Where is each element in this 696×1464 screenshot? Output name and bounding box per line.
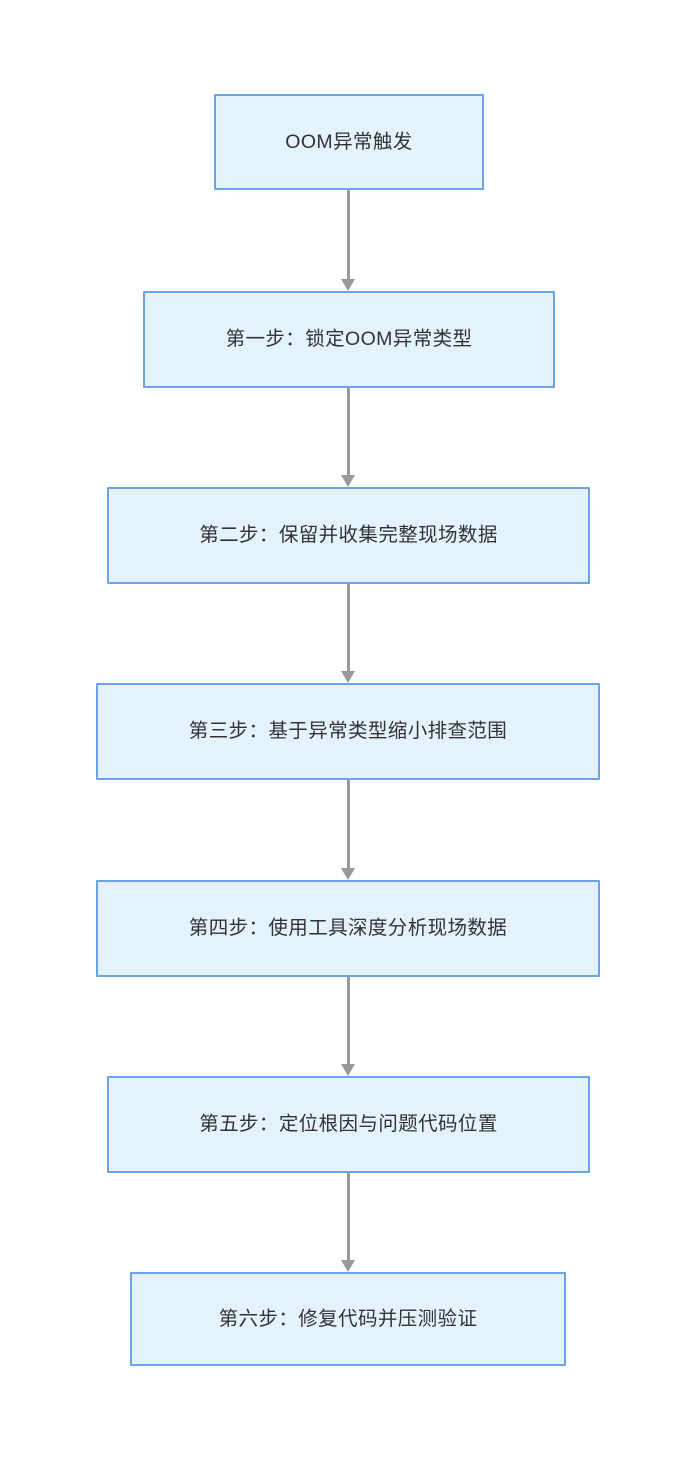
flow-node-label: 第二步：保留并收集完整现场数据: [199, 524, 498, 547]
flow-node-step-4[interactable]: 第四步：使用工具深度分析现场数据: [96, 880, 600, 977]
flow-node-trigger[interactable]: OOM异常触发: [214, 94, 484, 190]
connector-shaft: [346, 1173, 350, 1261]
flow-node-step-2[interactable]: 第二步：保留并收集完整现场数据: [107, 487, 590, 584]
arrowhead-icon: [341, 475, 355, 487]
flow-node-label: 第五步：定位根因与问题代码位置: [199, 1113, 498, 1136]
flow-node-step-3[interactable]: 第三步：基于异常类型缩小排查范围: [96, 683, 600, 780]
flow-node-step-5[interactable]: 第五步：定位根因与问题代码位置: [107, 1076, 590, 1173]
arrowhead-icon: [341, 671, 355, 683]
connector-shaft: [346, 388, 350, 476]
arrowhead-icon: [341, 1064, 355, 1076]
flow-node-label: OOM异常触发: [285, 130, 413, 153]
connector-shaft: [346, 584, 350, 672]
arrowhead-icon: [341, 1260, 355, 1272]
connector-shaft: [346, 977, 350, 1065]
connector-shaft: [346, 780, 350, 869]
arrowhead-icon: [341, 868, 355, 880]
arrowhead-icon: [341, 279, 355, 291]
flow-node-label: 第六步：修复代码并压测验证: [218, 1307, 478, 1330]
flow-node-label: 第一步：锁定OOM异常类型: [225, 328, 473, 351]
flow-node-step-6[interactable]: 第六步：修复代码并压测验证: [130, 1272, 566, 1366]
connector-shaft: [346, 190, 350, 280]
flow-node-label: 第三步：基于异常类型缩小排查范围: [188, 720, 508, 743]
flow-node-label: 第四步：使用工具深度分析现场数据: [188, 917, 508, 940]
flow-node-step-1[interactable]: 第一步：锁定OOM异常类型: [143, 291, 555, 388]
